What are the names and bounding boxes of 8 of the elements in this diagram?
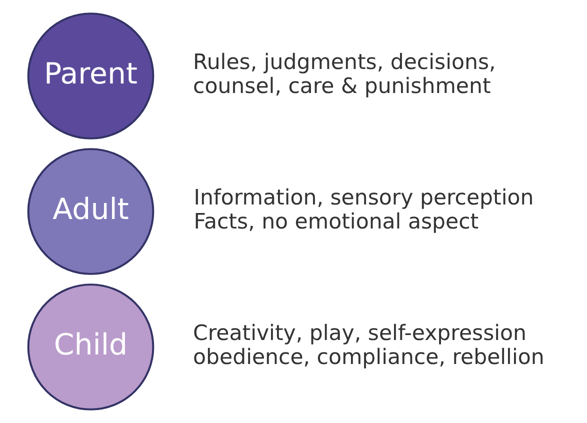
node-label: obedience, compliance, rebellion xyxy=(192,345,544,370)
node-circle: Child xyxy=(26,284,154,410)
node-label: Facts, no emotional aspect xyxy=(193,210,478,235)
node-label: Information, sensory perception xyxy=(193,186,534,211)
node-label: Rules, judgments, decisions, counsel, care & punishment xyxy=(192,50,496,100)
node-label: Creativity, play, self-expression xyxy=(192,321,526,346)
node-circle: Parent xyxy=(26,12,154,140)
node-circle: Adult xyxy=(26,148,154,275)
